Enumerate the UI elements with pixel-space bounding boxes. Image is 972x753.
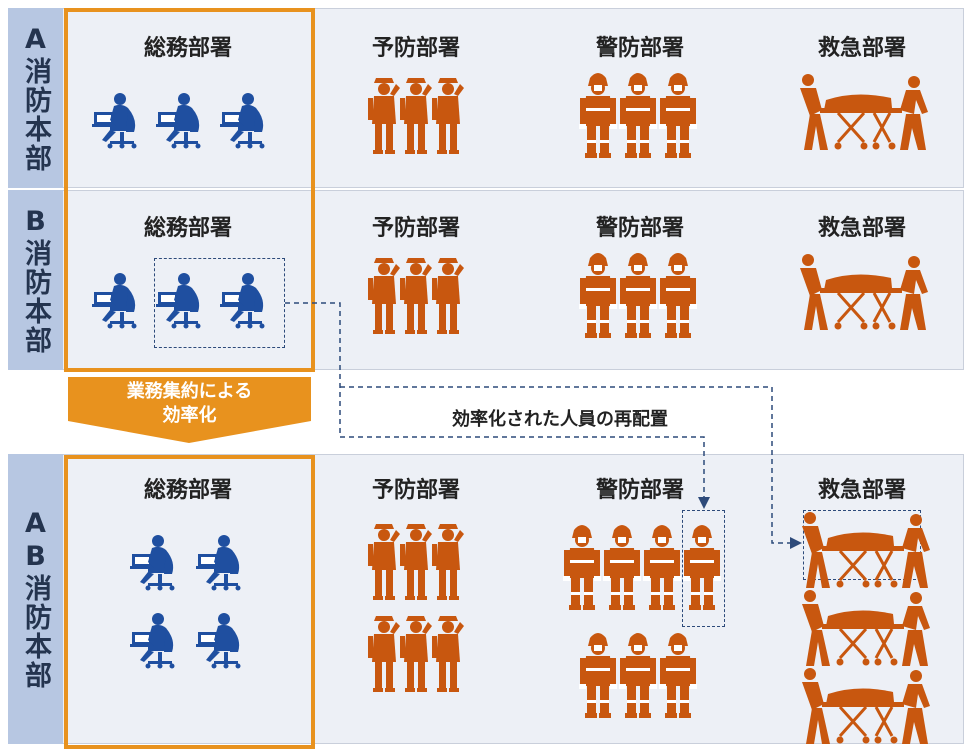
row-ab-label: AB消防本部 (20, 508, 51, 690)
row-b-label-box: B消防本部 (8, 190, 63, 370)
row-ab-dept-prevention: 予防部署 (371, 478, 460, 503)
fire-officer-icon (368, 610, 400, 696)
firefighter-icon (618, 628, 658, 722)
row-a-label-box: A消防本部 (8, 8, 63, 188)
added-firefighter-box (682, 510, 725, 627)
transferred-staff-box (154, 258, 285, 348)
banner-line-2: 効率化 (162, 405, 217, 426)
consolidation-banner-text: 業務集約による 効率化 (68, 380, 311, 428)
row-a-dept-ems: 救急部署 (817, 36, 906, 61)
stretcher-team-icon (798, 508, 938, 597)
fire-officer-icon (432, 252, 464, 338)
fire-officer-icon (400, 252, 432, 338)
consolidation-banner (68, 377, 311, 443)
firefighter-icon (618, 248, 658, 342)
firefighter-icon (578, 628, 618, 722)
firefighter-icon (618, 68, 658, 162)
row-ab-label-box: AB消防本部 (8, 454, 63, 744)
banner-line-1: 業務集約による (126, 381, 253, 402)
firefighter-icon (578, 68, 618, 162)
firefighter-icon (602, 520, 642, 614)
office-worker-icon (130, 532, 178, 596)
firefighter-icon (682, 520, 722, 614)
row-a-label: A消防本部 (20, 23, 51, 173)
office-worker-icon (196, 532, 244, 596)
office-worker-icon (130, 610, 178, 674)
office-worker-icon (196, 610, 244, 674)
row-a-dept-firefighting: 警防部署 (595, 36, 684, 61)
firefighter-icon (642, 520, 682, 614)
row-ab-dept-general: 総務部署 (143, 478, 232, 503)
row-ab-band (8, 454, 964, 744)
office-worker-icon (92, 90, 140, 154)
office-worker-icon (220, 270, 268, 334)
firefighter-icon (658, 68, 698, 162)
fire-officer-icon (368, 252, 400, 338)
stretcher-team-icon (798, 664, 938, 753)
fire-officer-icon (368, 518, 400, 604)
firefighter-icon (658, 628, 698, 722)
fire-officer-icon (432, 518, 464, 604)
fire-officer-icon (368, 72, 400, 158)
added-ems-box (803, 510, 921, 580)
firefighter-icon (562, 520, 602, 614)
row-b-dept-prevention: 予防部署 (371, 216, 460, 241)
row-b-dept-general: 総務部署 (143, 216, 232, 241)
reallocation-label: 効率化された人員の再配置 (452, 409, 668, 430)
office-worker-icon (156, 270, 204, 334)
office-worker-icon (156, 90, 204, 154)
row-b-dept-firefighting: 警防部署 (595, 216, 684, 241)
row-a-dept-general: 総務部署 (143, 36, 232, 61)
row-b-label: B消防本部 (20, 205, 51, 355)
fire-officer-icon (400, 72, 432, 158)
firefighter-icon (578, 248, 618, 342)
fire-officer-icon (432, 610, 464, 696)
fire-officer-icon (432, 72, 464, 158)
office-worker-icon (220, 90, 268, 154)
stretcher-team-icon (798, 586, 938, 675)
fire-officer-icon (400, 518, 432, 604)
row-ab-dept-firefighting: 警防部署 (595, 478, 684, 503)
row-a-dept-prevention: 予防部署 (371, 36, 460, 61)
general-affairs-frame-bottom (64, 455, 315, 749)
firefighter-icon (658, 248, 698, 342)
office-worker-icon (92, 270, 140, 334)
stretcher-team-icon (796, 250, 936, 339)
row-b-dept-ems: 救急部署 (817, 216, 906, 241)
fire-officer-icon (400, 610, 432, 696)
general-affairs-frame-top (64, 8, 315, 372)
row-ab-dept-ems: 救急部署 (817, 478, 906, 503)
stretcher-team-icon (796, 70, 936, 159)
